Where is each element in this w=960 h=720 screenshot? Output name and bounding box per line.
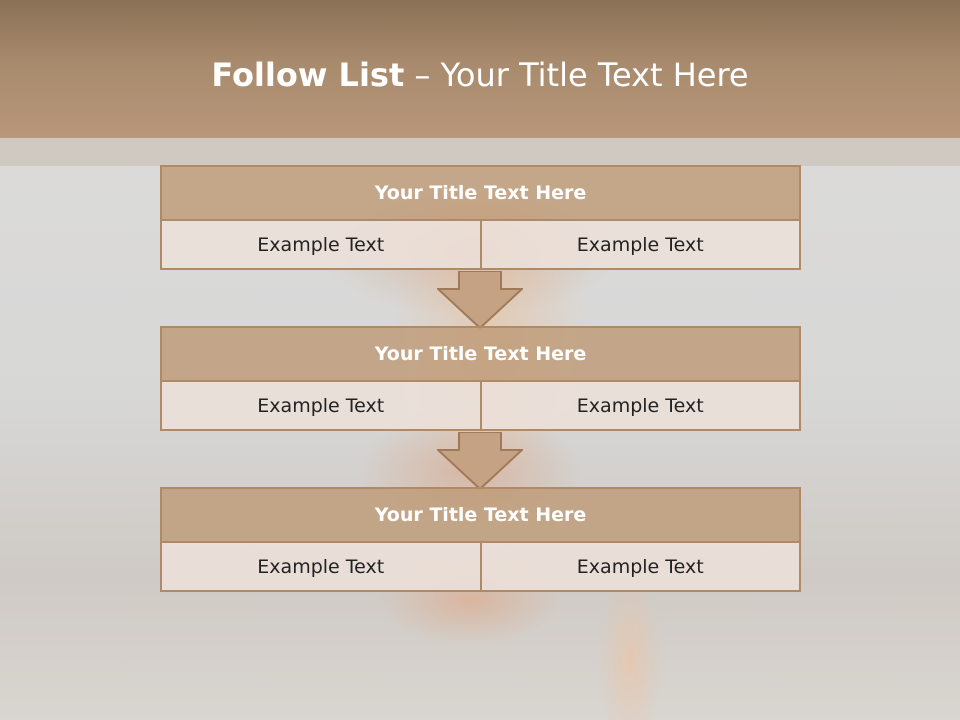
down-arrow-icon xyxy=(437,271,523,329)
list-block-3: Your Title Text Here Example Text Exampl… xyxy=(160,487,801,592)
block-cell-right: Example Text xyxy=(481,382,801,431)
block-row: Example Text Example Text xyxy=(160,382,801,431)
header-band xyxy=(0,138,960,166)
slide-title-rest: – Your Title Text Here xyxy=(404,56,749,94)
list-block-1: Your Title Text Here Example Text Exampl… xyxy=(160,165,801,270)
block-title: Your Title Text Here xyxy=(160,165,801,221)
block-cell-right: Example Text xyxy=(481,221,801,270)
block-cell-left: Example Text xyxy=(160,221,482,270)
list-block-2: Your Title Text Here Example Text Exampl… xyxy=(160,326,801,431)
slide-title: Follow List – Your Title Text Here xyxy=(0,52,960,98)
slide-title-bold: Follow List xyxy=(211,56,405,94)
block-cell-right: Example Text xyxy=(481,543,801,592)
block-row: Example Text Example Text xyxy=(160,221,801,270)
block-cell-left: Example Text xyxy=(160,382,482,431)
header-bar xyxy=(0,0,960,138)
down-arrow-icon xyxy=(437,432,523,490)
block-title: Your Title Text Here xyxy=(160,487,801,543)
block-cell-left: Example Text xyxy=(160,543,482,592)
block-title: Your Title Text Here xyxy=(160,326,801,382)
block-row: Example Text Example Text xyxy=(160,543,801,592)
